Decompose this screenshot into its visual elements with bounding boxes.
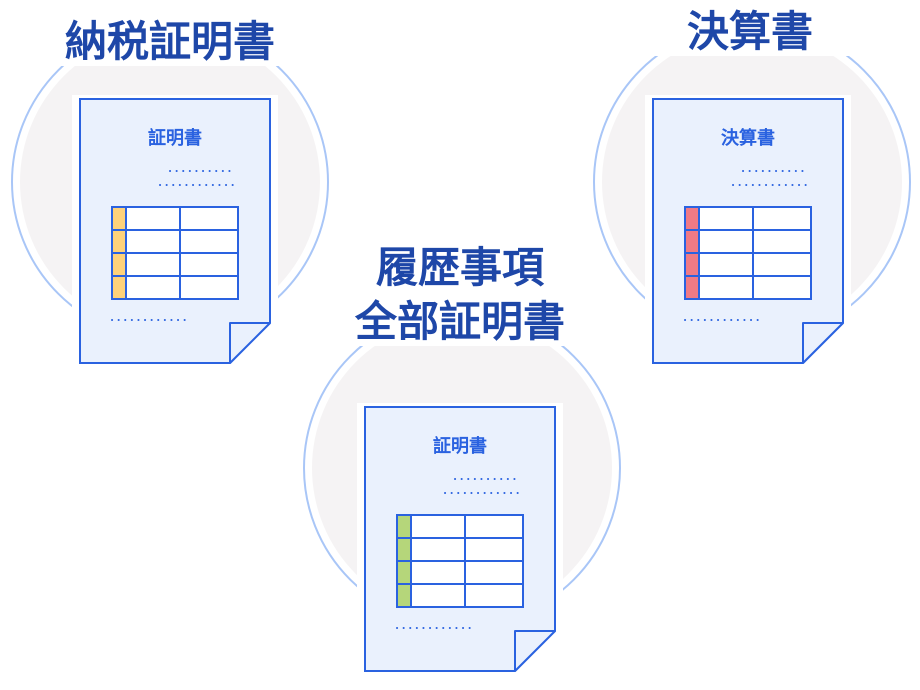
- item-title: 納税証明書: [65, 17, 275, 66]
- document-label: 決算書: [721, 127, 775, 149]
- title-backdrop: [330, 240, 590, 292]
- document-label: 証明書: [148, 127, 202, 149]
- data-table: [396, 514, 524, 608]
- item-title: 決算書: [687, 7, 813, 56]
- item-title: 履歴事項: [376, 243, 545, 292]
- item-title: 全部証明書: [354, 297, 565, 346]
- title-backdrop: [330, 294, 590, 346]
- title-backdrop: [40, 14, 300, 66]
- title-backdrop: [620, 4, 880, 56]
- data-table: [111, 206, 239, 300]
- page-fold: [229, 322, 271, 364]
- page-fold: [802, 322, 844, 364]
- page-fold: [514, 630, 556, 672]
- data-table: [684, 206, 812, 300]
- document-label: 証明書: [433, 435, 487, 457]
